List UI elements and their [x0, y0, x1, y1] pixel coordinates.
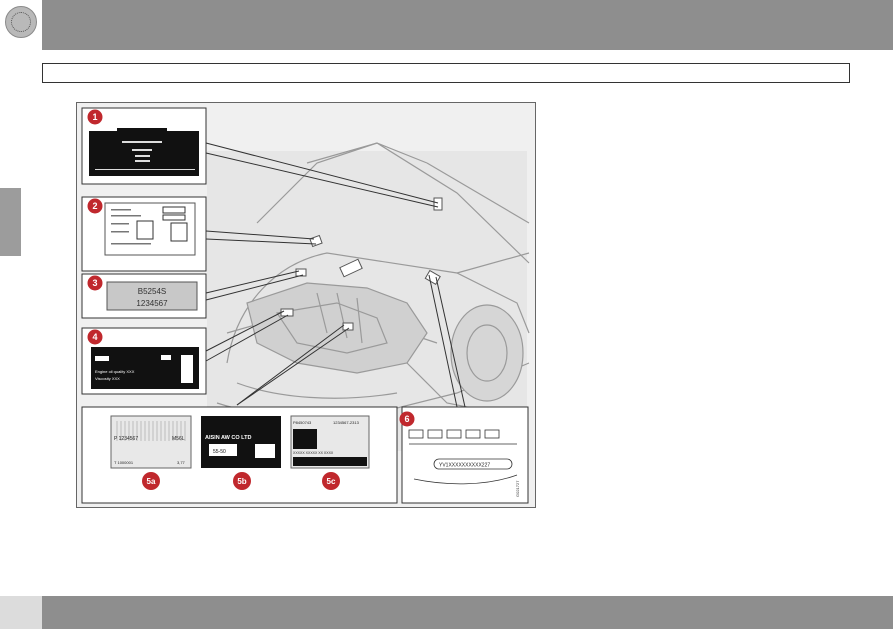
callout-5c: 5c — [327, 477, 336, 486]
label5c-date: 1234567-2313 — [333, 420, 360, 425]
label4-line2: Viscosity XXX — [95, 376, 120, 381]
footer-notch — [0, 596, 42, 629]
callout-3: 3 — [92, 278, 97, 288]
callout-badges — [87, 109, 415, 490]
callout-1: 1 — [92, 112, 97, 122]
header-bar — [0, 0, 893, 50]
footer-bar — [0, 596, 893, 629]
callout-6: 6 — [404, 414, 409, 424]
label5c-digits: XXXXX XXXXX XX XXXX — [293, 451, 334, 455]
volvo-badge-icon — [0, 0, 42, 50]
label-4-box: Engine oil quality XXX Viscosity XXX — [81, 327, 207, 395]
label5c-code: P8450743 — [293, 420, 312, 425]
label5a-ratio: 3,77 — [177, 460, 186, 465]
callout-4: 4 — [92, 332, 97, 342]
label-6-box: YV1XXXXXXXXXX227 G021727 — [401, 406, 529, 504]
section-title-box — [42, 63, 850, 83]
label5b-line1: AISIN AW CO LTD — [205, 435, 251, 441]
ref-code: G021727 — [515, 480, 520, 497]
label5a-suffix: M56L — [172, 436, 185, 442]
label-3-box: B5254S 1234567 — [81, 273, 207, 319]
label5a-serial: T 1000001 — [114, 460, 134, 465]
plate3-line1: B5254S — [138, 287, 166, 296]
callout-2: 2 — [92, 201, 97, 211]
label6-vin: YV1XXXXXXXXXX227 — [439, 463, 490, 469]
side-tab — [0, 188, 21, 256]
callout-5a: 5a — [147, 477, 156, 486]
label5a-code: P 1234567 — [114, 436, 138, 442]
label4-line1: Engine oil quality XXX — [95, 369, 135, 374]
label-1-box — [81, 107, 207, 185]
plate3-line2: 1234567 — [136, 299, 168, 308]
label5b-model: 55-50 — [213, 449, 226, 455]
callout-5b: 5b — [237, 477, 246, 486]
car-illustration — [207, 142, 530, 451]
label-2-box — [81, 196, 207, 272]
label-locations-figure: B5254S 1234567 Engine oil quality XXX Vi… — [76, 102, 536, 508]
